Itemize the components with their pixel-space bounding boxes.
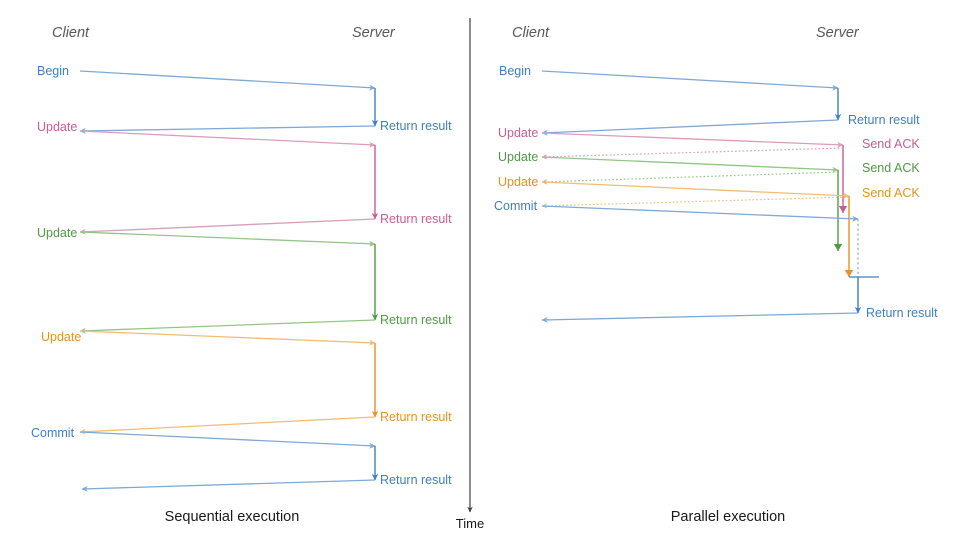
message-update-3: Return result Update xyxy=(41,330,452,435)
reply-arrow-update-3 xyxy=(79,416,376,435)
ack-arrow-update-2 xyxy=(541,171,839,185)
reply-label-update-1: Return result xyxy=(380,212,452,226)
request-arrow-begin xyxy=(79,70,376,91)
ack-arrow-update-1 xyxy=(541,147,844,160)
request-arrow-update-3 xyxy=(541,181,850,199)
reply-arrow-update-2 xyxy=(79,319,376,334)
message-commit: Return result Commit xyxy=(31,426,452,492)
message-begin: Return result Begin xyxy=(499,64,920,136)
reply-arrow-update-1 xyxy=(79,218,376,235)
message-update-1: Send ACK Update xyxy=(498,126,920,213)
time-axis-label: Time xyxy=(456,516,484,531)
request-label-update-2: Update xyxy=(37,226,77,240)
reply-label-commit: Return result xyxy=(380,473,452,487)
message-update-3: Send ACK Update xyxy=(498,175,920,277)
request-arrow-update-2 xyxy=(79,231,376,247)
request-label-update-3: Update xyxy=(41,330,81,344)
reply-label-update-2: Return result xyxy=(380,313,452,327)
lane-title-client: Client xyxy=(512,25,550,41)
request-label-update-3: Update xyxy=(498,175,538,189)
reply-label-update-3: Return result xyxy=(380,410,452,424)
request-arrow-update-1 xyxy=(541,132,844,148)
request-label-commit: Commit xyxy=(31,426,75,440)
reply-label-begin: Return result xyxy=(848,113,920,127)
ack-label-update-1: Send ACK xyxy=(862,137,920,151)
reply-arrow-begin xyxy=(541,119,839,136)
request-arrow-begin xyxy=(541,70,839,91)
reply-label-begin: Return result xyxy=(380,119,452,133)
request-arrow-update-1 xyxy=(79,130,376,148)
message-begin: Return result Begin xyxy=(37,64,452,134)
reply-arrow-commit xyxy=(81,479,376,492)
request-label-commit: Commit xyxy=(494,199,538,213)
request-label-update-2: Update xyxy=(498,150,538,164)
reply-arrow-begin xyxy=(79,125,376,134)
ack-label-update-3: Send ACK xyxy=(862,186,920,200)
request-arrow-update-2 xyxy=(541,156,839,173)
message-commit: Return result Commit xyxy=(494,199,938,323)
server-activation-arrowhead-update-2 xyxy=(833,244,843,251)
request-label-update-1: Update xyxy=(37,120,77,134)
request-label-begin: Begin xyxy=(37,64,69,78)
reply-label-commit: Return result xyxy=(866,306,938,320)
server-activation-arrowhead-update-3 xyxy=(844,270,854,277)
panel-caption-sequential: Sequential execution xyxy=(165,509,300,525)
message-update-2: Return result Update xyxy=(37,226,452,334)
message-update-2: Send ACK Update xyxy=(498,150,920,251)
request-arrow-update-3 xyxy=(79,330,376,346)
reply-arrow-commit xyxy=(541,312,859,323)
ack-label-update-2: Send ACK xyxy=(862,161,920,175)
ack-arrow-update-3 xyxy=(541,196,850,209)
lane-title-server: Server xyxy=(352,25,396,41)
message-update-1: Return result Update xyxy=(37,120,452,235)
panel-caption-parallel: Parallel execution xyxy=(671,509,785,525)
request-label-update-1: Update xyxy=(498,126,538,140)
lane-title-server: Server xyxy=(816,25,860,41)
request-arrow-commit xyxy=(79,431,376,449)
request-label-begin: Begin xyxy=(499,64,531,78)
server-activation-arrowhead-update-1 xyxy=(838,206,848,213)
request-arrow-commit xyxy=(541,205,859,222)
lane-title-client: Client xyxy=(52,25,90,41)
